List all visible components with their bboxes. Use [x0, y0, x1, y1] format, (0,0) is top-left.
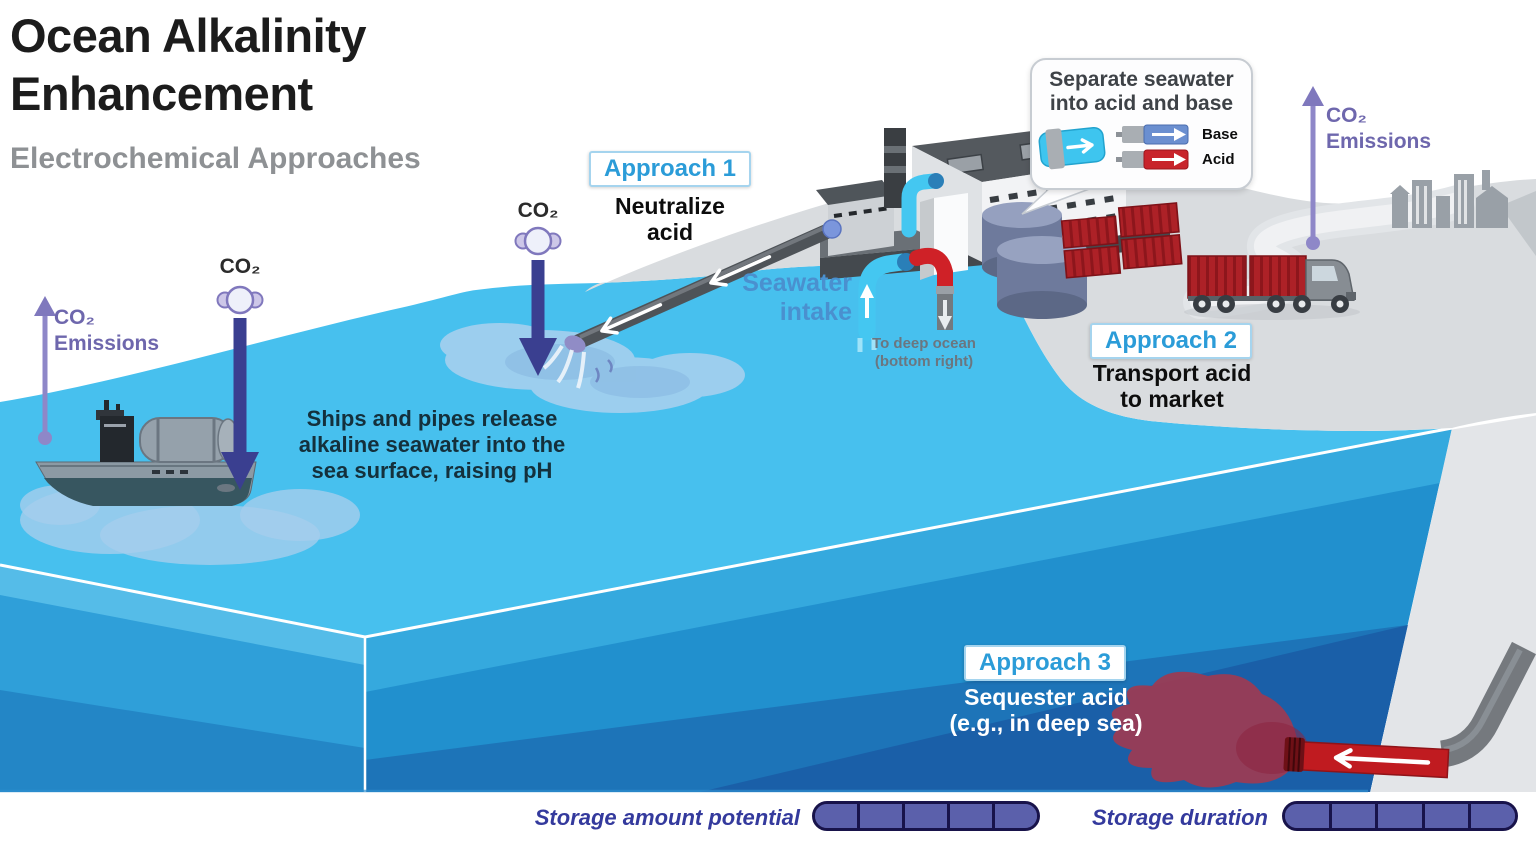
base-row: Base — [1116, 124, 1238, 145]
co2-emissions-label-left: CO₂ Emissions — [54, 305, 159, 357]
ocean-surface — [0, 252, 1452, 637]
co2-molecule-icon — [216, 285, 264, 315]
storage-duration-label: Storage duration — [1091, 805, 1268, 830]
approach-2-badge: Approach 2 — [1089, 323, 1253, 359]
storage-amount-label: Storage amount potential — [534, 805, 800, 830]
ship-note-line2: alkaline seawater into the — [298, 432, 566, 457]
callout-tubes: Base Acid — [1032, 116, 1251, 174]
ocean-edge-lines — [0, 412, 1536, 792]
co2-up-arrow-icon — [1302, 86, 1324, 250]
ship-note-line3: sea surface, raising pH — [311, 458, 553, 483]
gauge-segment — [1471, 804, 1515, 828]
deep-sea-pipe — [1283, 641, 1536, 779]
approach-3-desc-line2: (e.g., in deep sea) — [949, 710, 1143, 736]
gauge-segment — [1378, 804, 1425, 828]
base-tube-icon — [1116, 124, 1189, 145]
gauge-segment — [860, 804, 905, 828]
acid-discharge-pipe — [909, 247, 954, 330]
approach-3-description: Sequester acid (e.g., in deep sea) — [950, 684, 1143, 736]
approach-1-desc-line2: acid — [646, 219, 694, 245]
acid-label: Acid — [1202, 151, 1235, 168]
callout-title: Separate seawater into acid and base — [1032, 68, 1251, 116]
co2-label: CO₂ — [517, 199, 559, 222]
approach-1-description: Neutralize acid — [615, 193, 725, 245]
callout-title-line1: Separate seawater — [1049, 68, 1234, 91]
gauge-segment — [1424, 804, 1472, 828]
co2-molecule-icon — [514, 226, 562, 256]
outfall-pipe — [542, 219, 842, 389]
truck — [1184, 255, 1360, 320]
approach-2-description: Transport acid to market — [1093, 360, 1251, 412]
storage-amount-gauge — [812, 801, 1040, 831]
co2-down-arrow-icon — [519, 260, 557, 376]
to-deep-ocean-label: To deep ocean (bottom right) — [872, 335, 976, 371]
gauge-segment — [995, 804, 1037, 828]
co2-down-arrow-icon — [221, 318, 259, 490]
co2-emissions-line1: CO₂ — [54, 306, 95, 329]
base-label: Base — [1202, 126, 1238, 143]
approach-2-desc-line2: to market — [1120, 386, 1224, 412]
bottom-strip — [0, 792, 1536, 842]
co2-emissions-line1: CO₂ — [1326, 104, 1367, 127]
co2-label: CO₂ — [219, 255, 261, 278]
to-deep-ocean-line2: (bottom right) — [874, 353, 974, 370]
gauge-segment — [815, 804, 860, 828]
separate-seawater-callout: Separate seawater into acid and base Bas… — [1030, 58, 1253, 190]
ship — [35, 400, 257, 506]
co2-emissions-label-right: CO₂ Emissions — [1326, 103, 1431, 155]
city-skyline — [1390, 170, 1508, 228]
to-deep-ocean-line1: To deep ocean — [872, 335, 976, 352]
seawater-tube-icon — [1038, 126, 1106, 170]
gauge-segment — [905, 804, 950, 828]
acid-containers — [1060, 202, 1183, 279]
page-title-line1: Ocean Alkalinity — [10, 9, 366, 62]
page-subtitle: Electrochemical Approaches — [10, 142, 421, 175]
ship-plume — [20, 485, 360, 565]
approach-2-desc-line1: Transport acid — [1092, 360, 1252, 386]
seawater-intake-line2: intake — [779, 298, 852, 326]
approach-1-desc-line1: Neutralize — [615, 193, 725, 219]
co2-emissions-line2: Emissions — [1326, 130, 1432, 153]
ship-note: Ships and pipes release alkaline seawate… — [262, 406, 602, 484]
approach-3-badge: Approach 3 — [963, 645, 1127, 681]
co2-up-arrow-icon — [34, 296, 56, 445]
gauge-segment — [950, 804, 995, 828]
seawater-intake-pipe — [857, 173, 944, 352]
page-title-line2: Enhancement — [10, 67, 313, 120]
storage-duration-gauge — [1282, 801, 1518, 831]
gauge-segment — [1285, 804, 1332, 828]
co2-emissions-line2: Emissions — [54, 332, 160, 355]
acid-tube-icon — [1116, 149, 1189, 170]
seawater-intake-label: Seawater intake — [720, 269, 852, 327]
gauge-segment — [1331, 804, 1379, 828]
callout-title-line2: into acid and base — [1049, 92, 1234, 115]
approach-1-badge: Approach 1 — [588, 151, 752, 187]
acid-row: Acid — [1116, 149, 1238, 170]
seawater-intake-line1: Seawater — [742, 269, 852, 297]
base-acid-column: Base Acid — [1116, 124, 1238, 170]
approach-3-desc-line1: Sequester acid — [964, 684, 1128, 710]
ship-note-line1: Ships and pipes release — [306, 406, 558, 431]
